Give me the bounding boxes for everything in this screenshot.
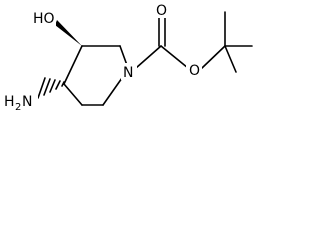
amine-n-label: N [22,94,32,110]
amine-h-label: H [4,94,15,110]
bond-n1-c6 [102,77,123,106]
structure-diagram: N O O HO H 2 N [2,2,253,113]
hydroxyl-label: HO [33,11,55,27]
atom-labels: N O O HO H 2 N [2,2,202,113]
bond-ccarbonyl-oester [160,45,189,69]
wedge-bond-c3-oh [55,20,82,46]
ester-oxygen-label: O [189,63,200,79]
bonds [37,11,253,106]
hash-bond-c4-nh2 [37,77,65,99]
bond-cquat-me3 [224,45,237,73]
bond-c4-c3 [63,45,83,85]
amine-subscript-label: 2 [15,102,21,113]
bond-oester-cquat [201,45,226,69]
bond-c5-c4 [63,83,83,106]
bond-n1-ccarbonyl [135,45,162,69]
carbonyl-oxygen-label: O [156,3,167,19]
ring-nitrogen-label: N [123,65,133,81]
